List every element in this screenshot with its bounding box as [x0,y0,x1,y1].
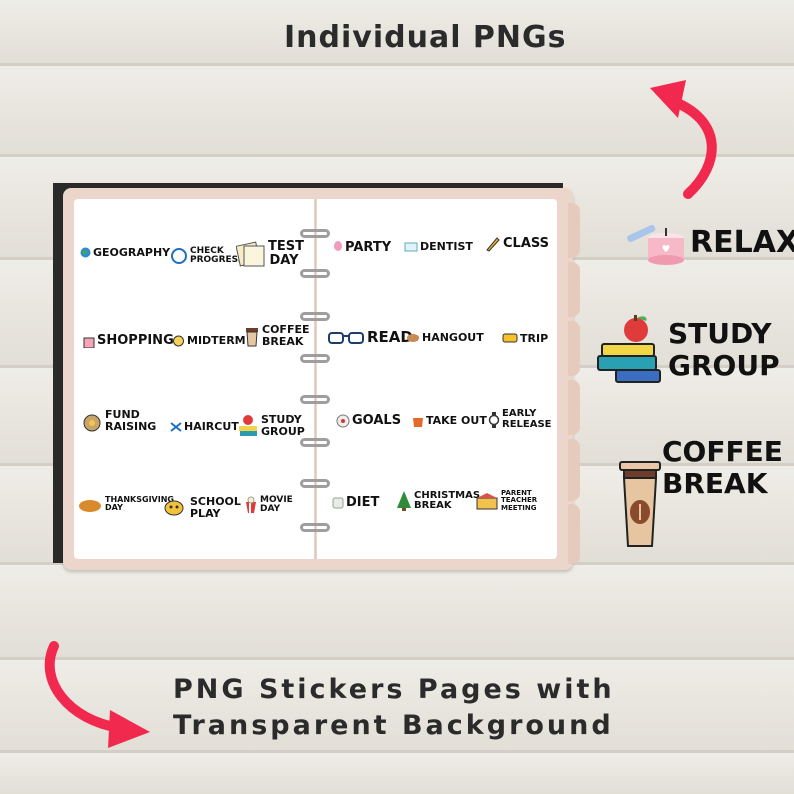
sticker-parent-teacher-meeting: PARENT TEACHER MEETING [475,489,561,512]
school-building-icon [476,493,498,510]
page-subtitle: PNG Stickers Pages with Transparent Back… [173,672,615,744]
sticker-early-release: EARLY RELEASE [488,408,552,430]
subtitle-line-2: Transparent Background [173,710,614,741]
divider-tab [568,439,580,501]
hand-icon [407,334,419,342]
sticker-movie-day: MOVIE DAY [244,495,293,515]
sticker-midterm: MIDTERM [172,334,246,347]
shopping-bag-icon [83,337,95,348]
sticker-fund-raising: FUND RAISING [81,409,157,433]
sticker-class: CLASS [485,236,549,252]
books-apple-icon [239,415,257,436]
coffee-cup-icon [619,461,661,547]
theater-icon [164,500,184,516]
sticker-school-play: SCHOOL PLAY [164,496,241,519]
takeout-bag-icon [413,418,423,427]
scale-icon [332,497,344,509]
alarm-clock-icon [173,335,184,347]
subtitle-line-1: PNG Stickers Pages with [173,674,615,705]
candle-icon [627,224,684,265]
divider-tab [568,504,580,564]
sticker-dentist: DENTIST [404,241,473,253]
sticker-diet: DIET [332,496,379,510]
scissors-icon [170,421,182,432]
sticker-shopping: SHOPPING [83,334,174,348]
divider-tab [568,321,580,376]
christmas-tree-icon [397,491,411,511]
sticker-party: PARTY [333,240,391,256]
glasses-icon [328,332,364,344]
coffee-cup-icon [246,327,258,347]
page-title: Individual PNGs [284,20,567,55]
sticker-check-progress: CHECK PROGRESS [170,246,244,266]
balloon-icon [334,241,342,251]
turkey-icon [79,500,101,513]
curved-arrow-up-icon [650,80,717,199]
target-icon [336,414,350,428]
sticker-hangout: HANGOUT [406,332,484,344]
sticker-thanksgiving-day: THANKSGIVING DAY [77,495,174,513]
books-apple-icon [597,315,661,383]
bus-icon [502,333,518,343]
planner-left-page [74,199,314,559]
tooth-icon [404,242,418,252]
sticker-coffee-break: COFFEE BREAK [244,324,309,347]
watch-icon [488,411,500,428]
sticker-take-out: TAKE OUT [412,414,487,428]
divider-tab [568,380,580,435]
progress-circle-icon [171,248,187,265]
sticker-goals: GOALS [336,414,401,428]
sticker-study-group: STUDY GROUP [237,414,305,438]
sticker-read: READ [327,329,413,346]
sticker-test-day: TEST DAY [236,240,304,267]
curved-arrow-down-icon [44,641,150,748]
sticker-haircut: HAIRCUT [170,421,239,433]
pencil-icon [486,237,500,252]
sticker-trip: TRIP [502,333,548,345]
globe-icon [80,247,91,258]
popcorn-icon [246,496,256,514]
test-paper-icon [236,241,265,267]
sticker-christmas-break: CHRISTMAS BREAK [396,490,480,512]
divider-tab [568,262,580,317]
money-bag-icon [83,414,101,432]
planner-spine [315,199,316,559]
planner-right-page [317,199,557,559]
sticker-geography: GEOGRAPHY [80,247,170,259]
showcase-sticker-relax: RELAX [622,220,794,266]
divider-tab [568,203,580,258]
